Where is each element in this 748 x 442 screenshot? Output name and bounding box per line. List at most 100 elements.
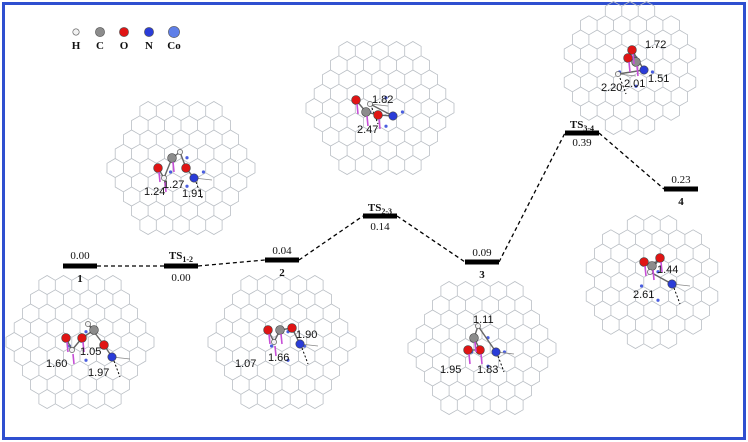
legend-label-c: C — [96, 40, 104, 52]
legend-atom-n-icon — [144, 27, 154, 37]
nitrogen-site-icon — [634, 84, 638, 88]
molecule-s2 — [263, 323, 319, 365]
energy-label-s3: 0.09 — [472, 247, 492, 259]
distance-label: 1.97 — [88, 367, 109, 379]
nitrogen-site-icon — [639, 284, 644, 288]
atom-n-icon — [189, 173, 199, 183]
atom-c-icon — [275, 325, 285, 335]
distance-label: 1.91 — [182, 188, 203, 200]
state-label-s3: 3 — [479, 269, 485, 281]
molecule-ts12 — [153, 149, 213, 199]
distance-arrow-icon — [172, 161, 175, 173]
distance-arrow-icon — [378, 118, 381, 130]
distance-arrow-icon — [636, 65, 639, 77]
atom-n-icon — [388, 111, 398, 121]
nitrogen-site-icon — [201, 170, 206, 174]
energy-label-s4: 0.23 — [671, 174, 691, 186]
distance-arrow-icon — [268, 333, 271, 345]
distance-label: 1.24 — [144, 186, 165, 198]
distance-arrow-icon — [158, 171, 161, 183]
energy-label-s1: 0.00 — [70, 250, 90, 262]
atom-h-icon — [271, 339, 277, 345]
atom-o-icon — [153, 163, 163, 173]
nitrogen-site-icon — [656, 270, 660, 274]
legend-label-h: H — [72, 40, 81, 52]
energy-level-bar-ts34 — [565, 130, 599, 136]
distance-arrow-icon — [660, 261, 663, 273]
legend-label-o: O — [120, 40, 129, 52]
distance-arrow-icon — [66, 341, 69, 353]
energy-level-bar-ts12 — [164, 263, 198, 269]
distance-arrow-icon — [82, 341, 85, 353]
atom-c-icon — [647, 261, 657, 271]
distance-arrow-icon — [474, 341, 477, 353]
nitrogen-site-icon — [650, 70, 655, 74]
energy-level-bar-s1 — [63, 263, 97, 269]
reaction-path-lines — [97, 132, 665, 267]
molecule-ts34 — [615, 45, 649, 95]
energy-label-ts34: 0.39 — [572, 137, 592, 149]
atom-h-icon — [615, 71, 621, 77]
molecule-s1 — [61, 321, 131, 378]
distance-arrow-icon — [356, 103, 359, 115]
molecule-s3 — [463, 323, 515, 373]
state-label-ts34: TS3-4 — [570, 119, 594, 133]
energy-label-ts23: 0.14 — [370, 221, 390, 233]
atom-legend: H C O N Co — [72, 26, 181, 52]
nitrogen-site-icon — [168, 170, 173, 174]
distance-arrow-icon — [274, 345, 277, 357]
atom-o-icon — [351, 95, 361, 105]
distance-label: 1.72 — [645, 39, 666, 51]
graphene-sheets — [5, 1, 719, 415]
atom-n-icon — [107, 352, 117, 362]
energy-levels — [63, 130, 698, 269]
molecule-ts23 — [351, 95, 398, 130]
graphene-sheet — [106, 101, 256, 235]
atom-c-icon — [89, 325, 99, 335]
atom-h-icon — [69, 347, 75, 353]
nitrogen-site-icon — [84, 358, 88, 362]
reaction-path-line — [498, 132, 566, 263]
distance-label: 1.05 — [80, 346, 101, 358]
energy-label-ts12: 0.00 — [171, 272, 191, 284]
distance-arrow-icon — [366, 115, 369, 127]
reaction-path-line — [396, 215, 466, 263]
atom-c-icon — [469, 333, 479, 343]
atom-h-icon — [647, 269, 653, 275]
energy-level-bar-ts23 — [363, 213, 397, 219]
distance-label: 2.01 — [624, 78, 645, 90]
atom-o-icon — [627, 45, 637, 55]
state-label-s4: 4 — [678, 196, 684, 208]
atom-h-icon — [475, 323, 481, 329]
energy-level-bar-s4 — [664, 186, 698, 192]
nitrogen-site-icon — [185, 156, 189, 160]
graphene-sheet — [305, 41, 455, 175]
state-label-s2: 2 — [279, 267, 285, 279]
reaction-path-line — [598, 132, 665, 190]
distance-label: 1.95 — [440, 364, 461, 376]
nitrogen-site-icon — [400, 110, 405, 114]
nitrogen-site-icon — [486, 364, 490, 368]
distance-arrow-icon — [644, 265, 647, 277]
distance-label: 1.07 — [235, 358, 256, 370]
energy-level-bar-s3 — [465, 259, 499, 265]
atom-o-icon — [463, 345, 473, 355]
atom-n-icon — [491, 347, 501, 357]
distance-arrow-icon — [280, 333, 283, 345]
nitrogen-site-icon — [185, 184, 189, 188]
distance-label: 1.82 — [372, 94, 393, 106]
graphene-sheet — [585, 215, 719, 349]
adsorbed-molecules — [61, 45, 691, 378]
atom-n-icon — [295, 339, 305, 349]
distance-arrow-icon — [480, 353, 483, 365]
atom-o-icon — [373, 110, 383, 120]
nitrogen-site-icon — [384, 96, 388, 100]
atom-h-icon — [85, 321, 91, 327]
atom-o-icon — [61, 333, 71, 343]
atom-h-icon — [367, 101, 373, 107]
atom-o-icon — [77, 333, 87, 343]
distance-arrow-icon — [72, 353, 75, 365]
legend-atom-co-icon — [168, 26, 180, 38]
